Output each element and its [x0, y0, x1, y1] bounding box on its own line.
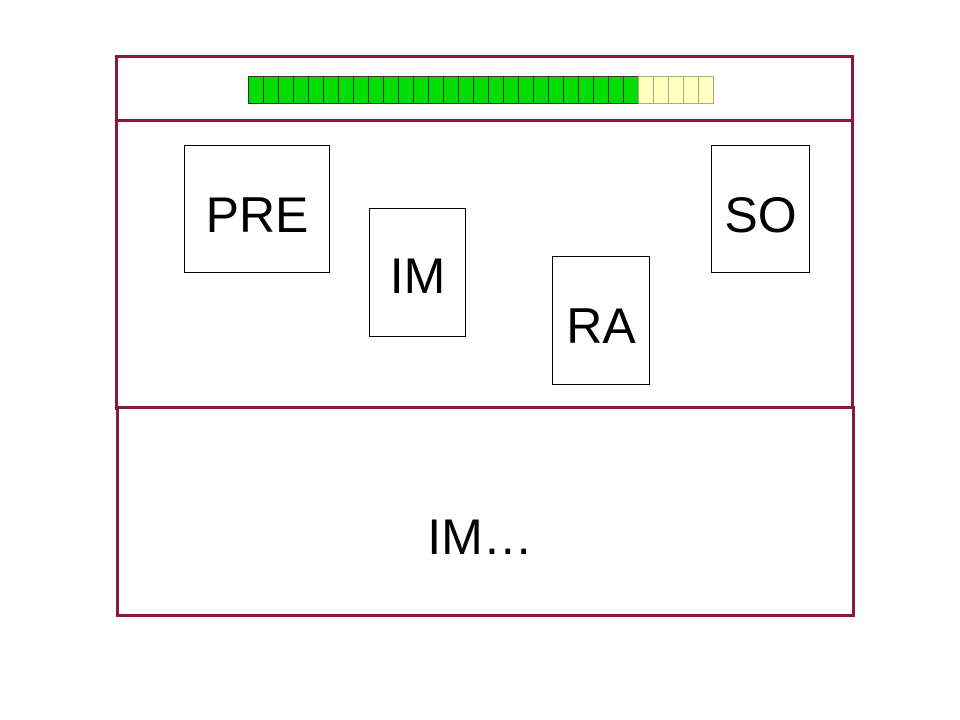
progress-segment-complete [323, 76, 339, 104]
syllable-card-im[interactable]: IM [369, 208, 466, 337]
progress-segment-pending [698, 76, 714, 104]
progress-segment-complete [398, 76, 414, 104]
progress-segment-complete [623, 76, 639, 104]
progress-segment-complete [518, 76, 534, 104]
progress-segment-complete [458, 76, 474, 104]
progress-segment-complete [248, 76, 264, 104]
progress-segment-complete [533, 76, 549, 104]
answer-text: IM… [427, 509, 533, 565]
progress-segment-complete [593, 76, 609, 104]
progress-segment-complete [338, 76, 354, 104]
progress-segment-complete [503, 76, 519, 104]
progress-segment-complete [428, 76, 444, 104]
progress-segment-complete [353, 76, 369, 104]
progress-segment-complete [278, 76, 294, 104]
answer-area [116, 406, 855, 617]
syllable-card-so[interactable]: SO [711, 145, 810, 273]
progress-segment-complete [488, 76, 504, 104]
progress-segment-complete [473, 76, 489, 104]
progress-segment-complete [563, 76, 579, 104]
syllable-card-ra[interactable]: RA [552, 256, 650, 385]
progress-segment-pending [653, 76, 669, 104]
progress-segment-complete [578, 76, 594, 104]
progress-segment-pending [638, 76, 654, 104]
progress-segment-pending [683, 76, 699, 104]
progress-segment-complete [383, 76, 399, 104]
progress-segment-complete [308, 76, 324, 104]
progress-segment-complete [548, 76, 564, 104]
progress-segment-complete [293, 76, 309, 104]
progress-segment-complete [413, 76, 429, 104]
progress-segment-complete [263, 76, 279, 104]
progress-segment-complete [608, 76, 624, 104]
progress-segment-complete [443, 76, 459, 104]
progress-segment-complete [368, 76, 384, 104]
progress-bar [248, 76, 714, 106]
syllable-card-pre[interactable]: PRE [184, 145, 330, 273]
progress-segment-pending [668, 76, 684, 104]
